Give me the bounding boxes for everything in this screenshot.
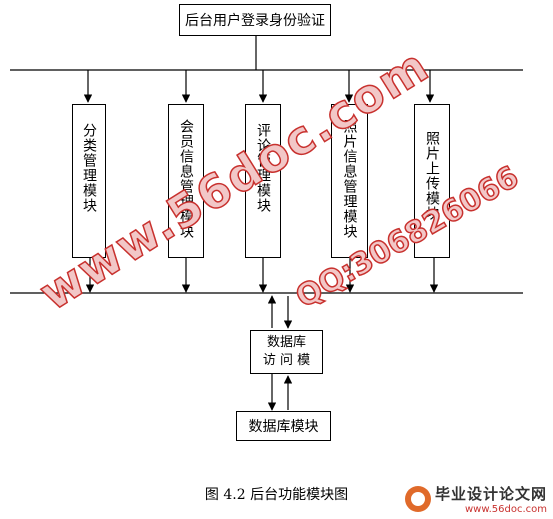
logo-url: www.56doc.com — [464, 504, 547, 515]
module-photo-info-node: 照片信息管理模块 — [331, 104, 368, 258]
login-auth-label: 后台用户登录身份验证 — [185, 13, 325, 29]
db-access-label-line-2: 访 问 模 — [262, 353, 311, 368]
logo-mark-icon — [404, 486, 431, 512]
module-photo-upload-node: 照片上传模块 — [414, 104, 450, 258]
module-comment-label: 评论管理模块 — [255, 123, 271, 213]
module-comment-node: 评论管理模块 — [245, 104, 281, 258]
db-access-label-line-1: 数据库 — [266, 335, 306, 350]
logo-name: 毕业设计论文网 — [434, 485, 547, 503]
module-member-label: 会员信息管理模块 — [178, 119, 194, 239]
login-auth-node: 后台用户登录身份验证 — [179, 4, 331, 36]
module-category-node: 分类管理模块 — [72, 104, 106, 258]
module-photo-info-label: 照片信息管理模块 — [341, 119, 358, 239]
site-logo: 毕业设计论文网 www.56doc.com — [404, 483, 547, 515]
db-access-node: 数据库 访 问 模 — [250, 330, 323, 374]
module-photo-upload-label: 照片上传模块 — [424, 131, 440, 221]
module-member-node: 会员信息管理模块 — [168, 104, 204, 258]
module-category-label: 分类管理模块 — [81, 123, 97, 213]
db-module-label: 数据库模块 — [248, 419, 319, 435]
figure-caption: 图 4.2 后台功能模块图 — [204, 487, 349, 503]
db-module-node: 数据库模块 — [236, 411, 331, 441]
